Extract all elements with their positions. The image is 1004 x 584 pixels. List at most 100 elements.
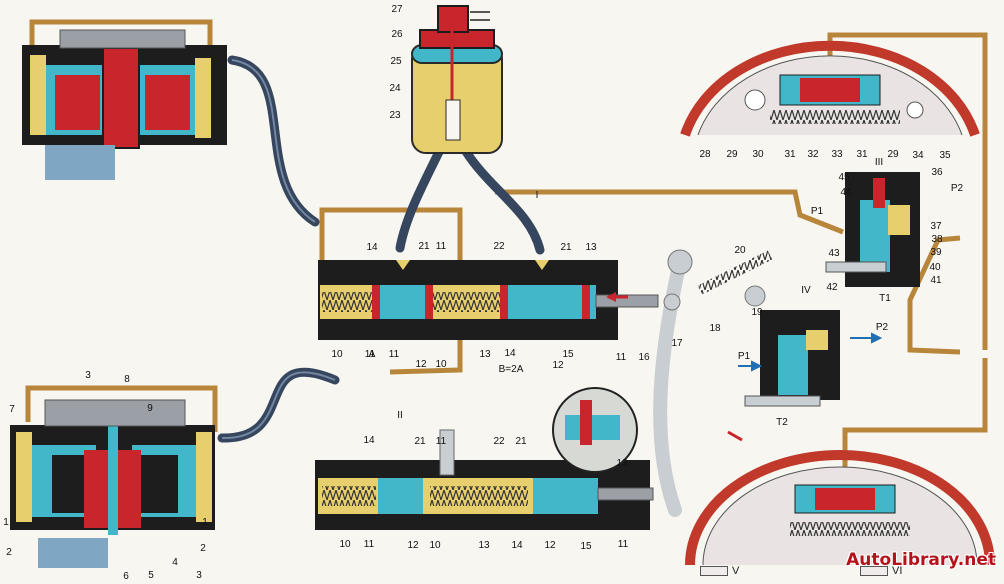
callout-10d: 10	[429, 540, 441, 551]
legend-v-label: V	[732, 565, 740, 577]
callout-3a: 3	[85, 370, 91, 381]
callout-ii: II	[397, 410, 403, 421]
callout-35: 35	[939, 150, 951, 161]
legend-v: V	[700, 565, 739, 577]
callout-p2-iii: P2	[951, 183, 964, 194]
callout-36: 36	[931, 167, 943, 178]
callout-20: 20	[734, 245, 746, 256]
callout-13b: 13	[479, 349, 491, 360]
callout-22a: 22	[493, 241, 505, 252]
callout-13c: 13	[616, 458, 628, 469]
callout-26: 26	[391, 29, 403, 40]
callout-13a: 13	[585, 242, 597, 253]
callout-13d: 13	[478, 540, 490, 551]
callout-21a: 21	[418, 241, 430, 252]
callout-12d: 12	[544, 540, 556, 551]
callout-12c: 12	[407, 540, 419, 551]
callout-41: 41	[930, 275, 942, 286]
callout-31b: 31	[856, 149, 868, 160]
callout-11d: 11	[616, 352, 627, 363]
callout-14a: 14	[366, 242, 378, 253]
dimension-a: A	[369, 349, 376, 360]
brake-pedal	[653, 249, 773, 517]
rear-drum-upper	[680, 40, 980, 137]
callout-40: 40	[929, 262, 941, 273]
callout-32: 32	[807, 149, 819, 160]
callout-10b: 10	[435, 359, 447, 370]
callout-22b: 22	[493, 436, 505, 447]
callout-23: 23	[389, 110, 401, 121]
callout-iii: III	[875, 157, 883, 168]
callout-9: 9	[147, 403, 153, 414]
callout-37: 37	[930, 221, 942, 232]
callout-t2: T2	[776, 417, 788, 428]
callout-31a: 31	[784, 149, 796, 160]
callout-11c: 11	[389, 349, 400, 360]
callout-25: 25	[390, 56, 402, 67]
callout-6: 6	[123, 571, 129, 582]
callout-12b: 12	[552, 360, 564, 371]
front-caliper-upper	[22, 29, 227, 180]
callout-4: 4	[172, 557, 178, 568]
callout-1a: 1	[3, 517, 9, 528]
callout-43: 43	[828, 248, 840, 259]
callout-1b: 1	[202, 517, 208, 528]
callout-8: 8	[124, 374, 130, 385]
pressure-regulator-iii	[825, 172, 920, 287]
callout-iv: IV	[801, 285, 811, 296]
callout-p1-iii: P1	[811, 206, 824, 217]
legend-v-swatch	[700, 566, 728, 577]
callout-45: 45	[838, 172, 850, 183]
callout-21b: 21	[560, 242, 572, 253]
callout-11a: 11	[436, 241, 447, 252]
pressure-regulator-iv	[744, 310, 840, 407]
flow-arrows	[738, 332, 883, 372]
callout-34: 34	[912, 150, 924, 161]
callout-i: I	[536, 190, 539, 201]
master-cylinder-i	[318, 260, 659, 340]
legend-vi: VI	[860, 565, 902, 577]
callout-11f: 11	[364, 539, 375, 550]
callout-28: 28	[699, 149, 711, 160]
callout-21d: 21	[515, 436, 527, 447]
callout-t1: T1	[879, 293, 891, 304]
callout-17: 17	[671, 338, 683, 349]
callout-14d: 14	[511, 540, 523, 551]
callout-29b: 29	[887, 149, 899, 160]
callout-14b: 14	[504, 348, 516, 359]
callout-16: 16	[638, 352, 650, 363]
callout-7: 7	[9, 404, 15, 415]
callout-15a: 15	[562, 349, 574, 360]
callout-11b: 11	[365, 349, 376, 360]
callout-labels: 27 26 25 24 23 I 14 21 11 22 21 13 10 11…	[3, 4, 963, 582]
callout-24: 24	[389, 83, 401, 94]
callout-19: 19	[751, 307, 763, 318]
callout-10a: 10	[331, 349, 343, 360]
front-caliper-lower	[10, 399, 215, 568]
callout-11g: 11	[618, 539, 629, 550]
watermark: AutoLibrary.net	[846, 550, 996, 570]
callout-27: 27	[391, 4, 403, 15]
callout-39: 39	[930, 247, 942, 258]
callout-14c: 14	[363, 435, 375, 446]
callout-33: 33	[831, 149, 843, 160]
detail-inset	[552, 387, 638, 473]
callout-15b: 15	[580, 541, 592, 552]
callout-21c: 21	[414, 436, 426, 447]
legend-vi-label: VI	[892, 565, 903, 577]
callout-12a: 12	[415, 359, 427, 370]
callout-3b: 3	[196, 570, 202, 581]
master-cylinder-ii	[315, 429, 654, 530]
callout-2a: 2	[6, 547, 12, 558]
fluid-reservoir	[411, 5, 503, 154]
callout-5: 5	[148, 570, 154, 581]
callout-42: 42	[826, 282, 838, 293]
rear-drum-lower	[685, 450, 995, 566]
callout-2b: 2	[200, 543, 206, 554]
callout-44: 44	[840, 187, 852, 198]
callout-p1-iv: P1	[738, 351, 751, 362]
callout-29a: 29	[726, 149, 738, 160]
dimension-b: B=2A	[499, 364, 524, 375]
callout-30: 30	[752, 149, 764, 160]
